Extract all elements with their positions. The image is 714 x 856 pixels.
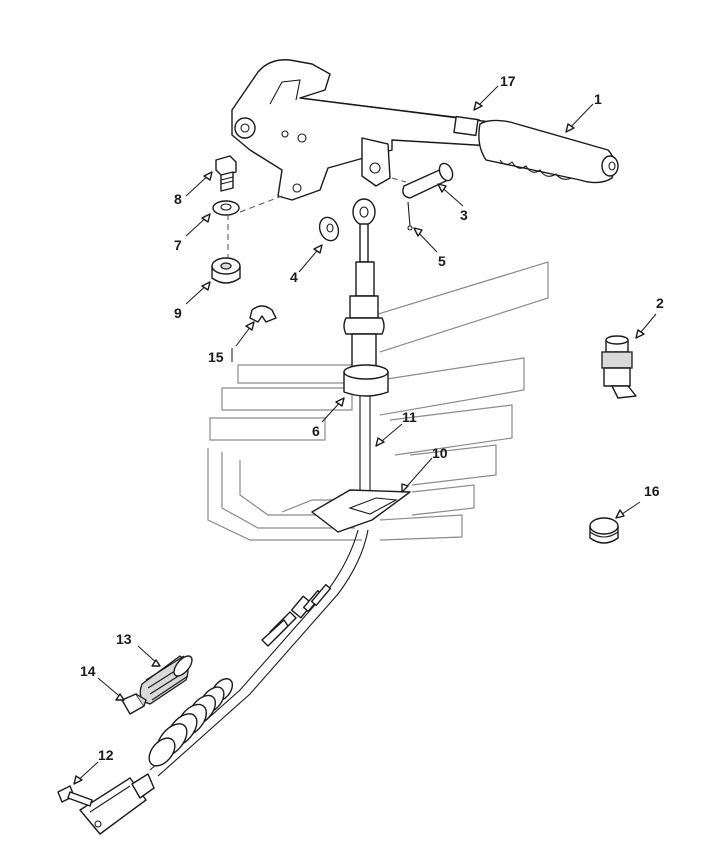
callout-14: 14 <box>80 663 96 679</box>
callout-1: 1 <box>594 91 602 107</box>
callout-8: 8 <box>174 191 182 207</box>
washer <box>212 200 240 216</box>
return-spring <box>139 655 193 705</box>
lower-clevis <box>57 773 155 835</box>
brake-cable-upper <box>343 198 389 500</box>
callout-3: 3 <box>460 207 468 223</box>
callout-13: 13 <box>116 631 132 647</box>
clevis-pin <box>402 162 454 199</box>
callout-15: 15 <box>208 349 224 365</box>
brake-lever <box>231 59 619 201</box>
callout-6: 6 <box>312 423 320 439</box>
brake-switch <box>601 335 637 399</box>
callout-2: 2 <box>656 295 664 311</box>
callout-12: 12 <box>98 747 114 763</box>
callout-7: 7 <box>174 237 182 253</box>
cap-plug <box>589 517 619 544</box>
spacer <box>211 257 241 284</box>
flat-washer <box>318 216 340 242</box>
callout-9: 9 <box>174 305 182 321</box>
cable-boot <box>148 678 234 767</box>
callout-10: 10 <box>432 445 448 461</box>
boot-plate <box>311 489 411 533</box>
callout-17: 17 <box>500 73 516 89</box>
retaining-clip <box>249 305 277 323</box>
assembly-line-mount <box>239 195 283 213</box>
cotter-pin <box>407 201 413 231</box>
brake-cable-lower <box>149 529 369 777</box>
assembly-line-pin <box>391 177 407 183</box>
bolt <box>215 155 237 192</box>
callout-5: 5 <box>438 253 446 269</box>
callout-labels: 1 2 3 4 5 6 7 8 9 10 11 12 13 14 15 16 1… <box>80 73 664 763</box>
adjuster-nut <box>121 693 147 715</box>
callout-16: 16 <box>644 483 660 499</box>
callout-leaders <box>73 85 657 785</box>
callout-4: 4 <box>290 269 298 285</box>
callout-11: 11 <box>402 409 417 425</box>
